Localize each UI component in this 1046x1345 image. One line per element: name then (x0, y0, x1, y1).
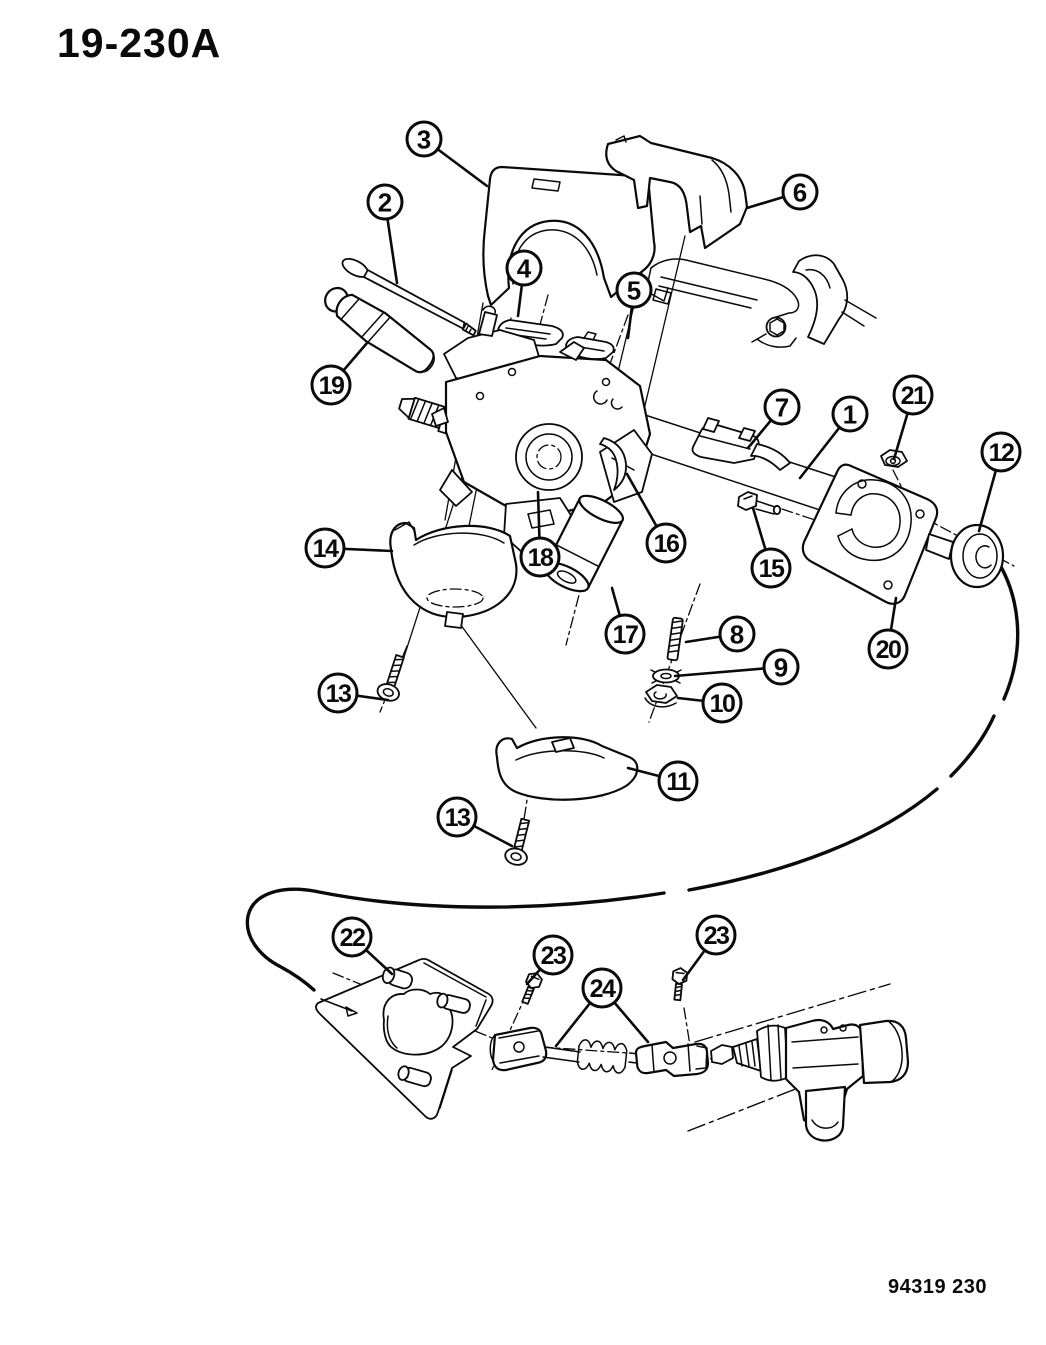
callout-10 (701, 682, 743, 724)
callout-14-number: 14 (313, 535, 339, 563)
callout-9-number: 9 (774, 652, 788, 682)
callout-11-number: 11 (666, 768, 691, 796)
multifunction-lever-item19 (324, 286, 435, 374)
callout-24-number: 24 (590, 975, 616, 1003)
lock-housing-cluster (431, 305, 653, 555)
callout-1-number: 1 (843, 399, 857, 429)
callout-13 (317, 672, 359, 714)
callout-23-number: 23 (541, 942, 566, 970)
plate-code: 94319 230 (888, 1276, 988, 1298)
callout-2-number: 2 (378, 187, 392, 217)
callout-13-number: 13 (326, 680, 351, 708)
column-seal-item12 (949, 523, 1005, 589)
callout-21 (892, 374, 934, 416)
callout-24 (581, 967, 623, 1009)
lower-shroud-item14 (389, 521, 518, 629)
callout-23-2-number: 23 (704, 922, 729, 950)
panel-stud-upper (436, 992, 471, 1014)
rear-cover-item6 (605, 134, 749, 250)
callout-6-number: 6 (793, 177, 807, 207)
callout-10-number: 10 (710, 690, 735, 718)
lower-shroud-item11 (495, 736, 639, 801)
callout-23 (532, 934, 574, 976)
callout-1 (831, 395, 869, 433)
mounting-bracket-item7 (691, 417, 791, 471)
callout-12-number: 12 (989, 439, 1014, 467)
callout-23-2 (695, 914, 737, 956)
toe-plate-item20 (801, 463, 964, 605)
dash-panel-item22-area (315, 958, 494, 1120)
tilt-lever-item2 (341, 257, 477, 337)
callout-16-number: 16 (654, 530, 679, 558)
callout-8 (718, 615, 756, 653)
callout-13-2 (436, 796, 478, 838)
dash-support-beam (645, 254, 877, 348)
callout-15 (750, 547, 792, 589)
callout-18 (519, 536, 561, 578)
callout-6 (781, 173, 819, 211)
callout-7 (763, 388, 801, 426)
nut-item21 (880, 449, 908, 468)
panel-stud-lower (397, 1065, 432, 1088)
callout-3-number: 3 (417, 124, 431, 154)
intermediate-shaft-item24 (489, 1026, 710, 1078)
callout-14 (304, 527, 346, 569)
callout-19-number: 19 (319, 372, 344, 400)
callout-13-2-number: 13 (445, 804, 470, 832)
stud-item8 (666, 616, 684, 662)
screw-item13-upper (376, 654, 405, 702)
callout-2 (366, 183, 404, 221)
callout-11 (657, 760, 699, 802)
callout-22-number: 22 (340, 924, 365, 952)
coupling-bolt-item23-left (521, 972, 543, 1005)
callout-5 (615, 271, 653, 309)
callout-19 (310, 364, 352, 406)
callout-3 (405, 120, 443, 158)
callout-22 (331, 916, 373, 958)
shaft-boot (576, 1039, 628, 1074)
callout-20-number: 20 (876, 636, 901, 664)
callout-4 (505, 249, 543, 287)
grommet-item22 (381, 966, 413, 990)
callout-21-number: 21 (901, 382, 927, 410)
callout-12 (980, 431, 1022, 473)
callout-20 (867, 628, 909, 670)
coupling-bolt-item23-right (671, 967, 689, 1002)
callout-17 (604, 613, 646, 655)
callout-18-number: 18 (528, 544, 554, 572)
screw-item13-lower (504, 817, 531, 866)
panel-break-curve (245, 555, 1020, 992)
callout-7-number: 7 (775, 392, 789, 422)
callout-9 (762, 648, 800, 686)
callout-circles: 3 2 6 4 5 19 7 1 21 12 14 18 16 15 17 89 10 20 13 11 13 22 23 2… (304, 120, 1022, 1009)
nut-item10 (644, 684, 678, 708)
bolt-item15 (737, 491, 782, 516)
callout-5-number: 5 (627, 275, 641, 305)
figure-code: 19-230A (57, 20, 222, 66)
callout-4-number: 4 (517, 253, 532, 283)
callout-15-number: 15 (759, 555, 785, 583)
callout-16 (645, 522, 687, 564)
steering-gear (710, 1018, 910, 1142)
callout-17-number: 17 (613, 621, 638, 649)
callout-8-number: 8 (730, 619, 744, 649)
